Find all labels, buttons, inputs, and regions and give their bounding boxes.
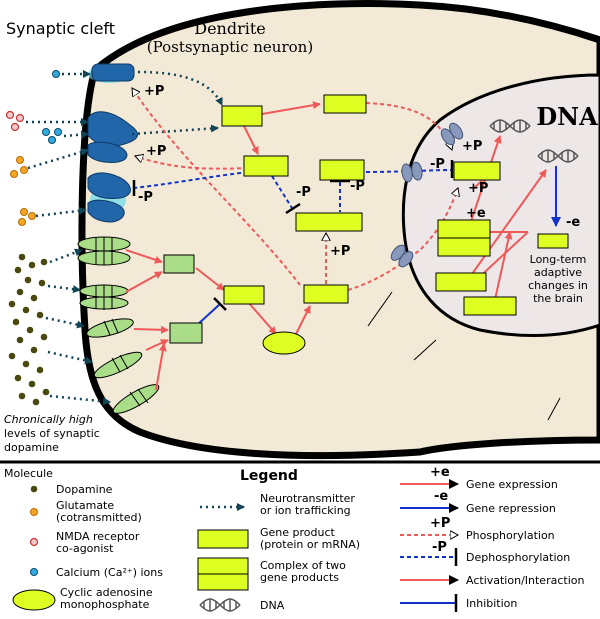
svg-text:+e: +e — [430, 465, 450, 480]
camp-molecule — [262, 331, 306, 355]
svg-text:-e: -e — [566, 215, 580, 230]
receptor-5 — [87, 199, 125, 223]
svg-text:-e: -e — [434, 489, 448, 504]
channel-6 — [93, 351, 143, 379]
annotations: +P +P -P -P -P +P -P +P +P +e -e — [138, 84, 580, 259]
svg-text:+P: +P — [430, 516, 450, 531]
svg-text:+P: +P — [468, 181, 488, 196]
activation-arrows — [125, 101, 547, 391]
svg-text:or ion trafficking: or ion trafficking — [260, 504, 351, 517]
svg-text:dopamine: dopamine — [4, 441, 59, 454]
svg-text:levels of synaptic: levels of synaptic — [4, 427, 100, 440]
svg-text:Chronically high: Chronically high — [4, 413, 93, 426]
gene-box-2 — [323, 94, 367, 114]
legend-arrows: +e Gene expression -e Gene repression +P… — [400, 465, 584, 612]
calcium-ions-extracellular — [42, 70, 62, 144]
gene-box-nuc-4 — [537, 233, 569, 249]
dna-helix-icon — [489, 119, 579, 163]
legend-items: Neurotransmitter or ion trafficking Gene… — [197, 492, 360, 612]
svg-text:+P: +P — [144, 84, 164, 99]
svg-text:-P: -P — [296, 185, 311, 200]
gene-box-3 — [243, 155, 289, 177]
svg-text:NMDA receptor: NMDA receptor — [56, 530, 140, 543]
gene-product-boxes — [163, 94, 569, 344]
svg-text:monophosphate: monophosphate — [60, 598, 150, 611]
svg-text:-P: -P — [138, 190, 153, 205]
nuclear-pores — [390, 122, 464, 268]
channel-5 — [86, 318, 134, 338]
chronic-dopamine-label: Chronically high levels of synaptic dopa… — [4, 413, 100, 454]
svg-text:Gene expression: Gene expression — [466, 478, 558, 491]
svg-text:+e: +e — [466, 206, 486, 221]
gene-complex-nuc — [437, 219, 491, 239]
svg-text:+P: +P — [330, 244, 350, 259]
gene-box-1 — [221, 105, 263, 127]
svg-text:+P: +P — [462, 139, 482, 154]
legend-molecules: Dopamine Glutamate (cotransmitted) NMDA … — [12, 483, 163, 611]
svg-text:DNA: DNA — [260, 599, 285, 612]
svg-text:Dephosphorylation: Dephosphorylation — [466, 551, 570, 564]
svg-text:(protein or mRNA): (protein or mRNA) — [260, 538, 360, 551]
inhibition-line — [195, 303, 221, 327]
dna-title: DNA — [536, 102, 598, 131]
gene-box-5 — [223, 285, 265, 305]
svg-text:-P: -P — [432, 540, 447, 555]
postsynaptic-label: (Postsynaptic neuron) — [147, 38, 313, 56]
svg-text:Calcium (Ca²⁺) ions: Calcium (Ca²⁺) ions — [56, 566, 163, 579]
dephosphorylation-lines — [133, 169, 453, 212]
svg-text:Dopamine: Dopamine — [56, 483, 113, 496]
inhibition-bar — [213, 297, 227, 311]
channel-stripes — [95, 237, 149, 407]
gene-box-light-2 — [169, 322, 203, 344]
legend: Legend Molecule Dopamine Glutamate (cotr… — [4, 465, 584, 612]
svg-text:(cotransmitted): (cotransmitted) — [56, 511, 142, 524]
gene-box-4 — [319, 159, 365, 181]
svg-text:adaptive: adaptive — [534, 266, 582, 279]
svg-text:Gene repression: Gene repression — [466, 502, 556, 515]
dephosphorylation-bars — [132, 160, 454, 215]
svg-text:gene products: gene products — [260, 571, 339, 584]
svg-text:the brain: the brain — [533, 292, 583, 305]
svg-text:Activation/Interaction: Activation/Interaction — [466, 574, 584, 587]
nmda-coagonists — [5, 110, 25, 132]
gene-box-nuc-1 — [453, 161, 501, 181]
svg-text:Inhibition: Inhibition — [466, 597, 517, 610]
receptor-1 — [91, 63, 135, 82]
gene-complex-1 — [295, 212, 363, 232]
glutamate-molecules — [10, 156, 36, 226]
svg-text:changes in: changes in — [528, 279, 588, 292]
dopamine-molecules — [8, 253, 50, 406]
svg-text:Phosphorylation: Phosphorylation — [466, 529, 555, 542]
svg-text:-P: -P — [430, 157, 445, 172]
green-channels — [77, 236, 160, 414]
svg-text:Gene product: Gene product — [260, 526, 336, 539]
legend-molecule-header: Molecule — [4, 467, 53, 480]
dopamine-receptors — [87, 63, 138, 223]
trafficking-arrows — [26, 70, 224, 406]
gene-box-nuc-2 — [435, 272, 487, 292]
svg-text:+P: +P — [146, 144, 166, 159]
svg-text:co-agonist: co-agonist — [56, 542, 114, 555]
gene-box-light-1 — [163, 254, 195, 274]
svg-text:Complex of two: Complex of two — [260, 559, 346, 572]
svg-text:Long-term: Long-term — [530, 253, 587, 266]
svg-text:-P: -P — [350, 179, 365, 194]
gene-box-nuc-3 — [463, 296, 517, 316]
gene-box-6 — [303, 284, 349, 304]
svg-text:Glutamate: Glutamate — [56, 499, 114, 512]
cytoskeleton-lines — [367, 291, 561, 421]
receptor-4 — [87, 172, 131, 199]
svg-text:Neurotransmitter: Neurotransmitter — [260, 492, 355, 505]
longterm-label: Long-term adaptive changes in the brain — [528, 253, 588, 305]
dendrite-label: Dendrite — [194, 19, 266, 38]
svg-text:Cyclic adenosine: Cyclic adenosine — [60, 586, 153, 599]
legend-title: Legend — [240, 468, 298, 484]
receptor-3 — [87, 141, 128, 163]
synaptic-cleft-label: Synaptic cleft — [6, 19, 115, 38]
